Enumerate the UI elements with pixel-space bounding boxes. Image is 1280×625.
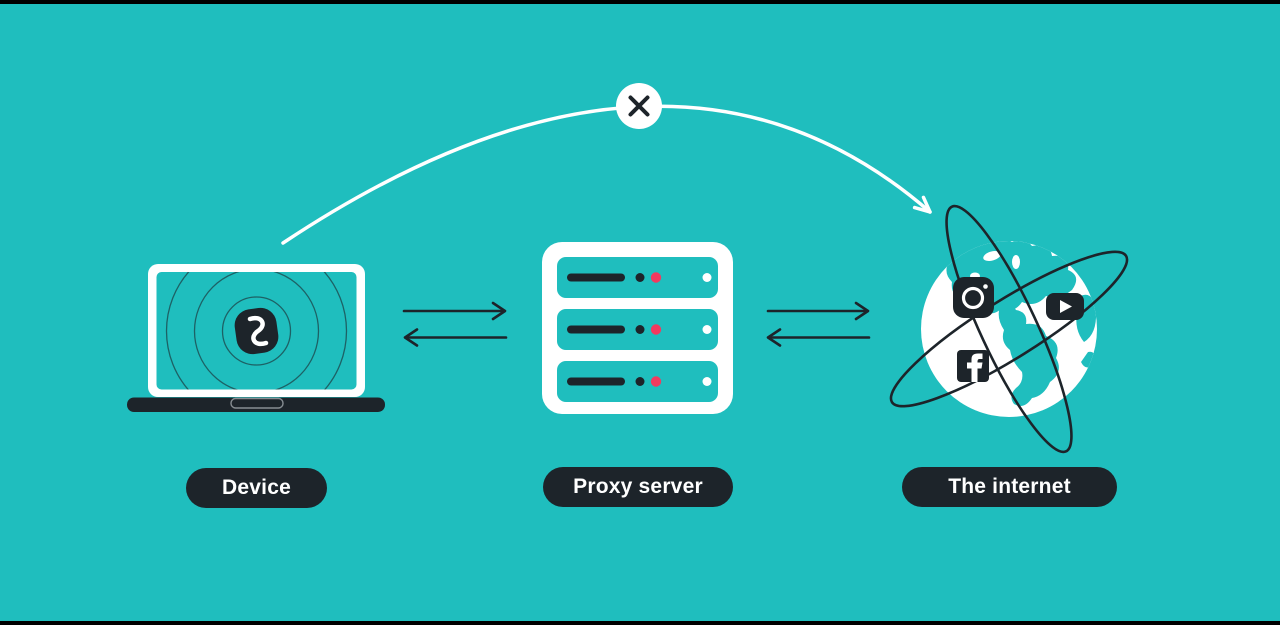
proxy-internet-arrows [766, 301, 871, 347]
blocked-route-arc [281, 104, 932, 245]
arrow-right-icon [766, 301, 870, 321]
proxy-server-label: Proxy server [543, 467, 733, 507]
server-icon [542, 242, 733, 414]
signal-rings [156, 272, 357, 390]
facebook-icon [957, 350, 989, 382]
globe-icon [889, 204, 1129, 454]
arrow-left-icon [766, 328, 871, 347]
server-rack-unit [557, 309, 718, 350]
internet-label: The internet [902, 467, 1117, 507]
youtube-icon [1046, 293, 1084, 320]
proxy-server-label-text: Proxy server [573, 475, 703, 498]
surfshark-logo-icon [234, 307, 279, 355]
internet-label-text: The internet [948, 475, 1071, 498]
device-label: Device [186, 468, 327, 508]
server-rack-unit [557, 361, 718, 402]
device-proxy-arrows [402, 301, 508, 347]
server-rack-unit [557, 257, 718, 298]
blocked-x-icon [616, 83, 662, 129]
letterbox-top [0, 0, 1280, 4]
device-label-text: Device [222, 476, 291, 499]
laptop-icon [127, 264, 385, 412]
arrow-left-icon [403, 328, 508, 347]
letterbox-bottom [0, 621, 1280, 625]
arrow-right-icon [402, 301, 507, 321]
instagram-icon [953, 277, 994, 318]
